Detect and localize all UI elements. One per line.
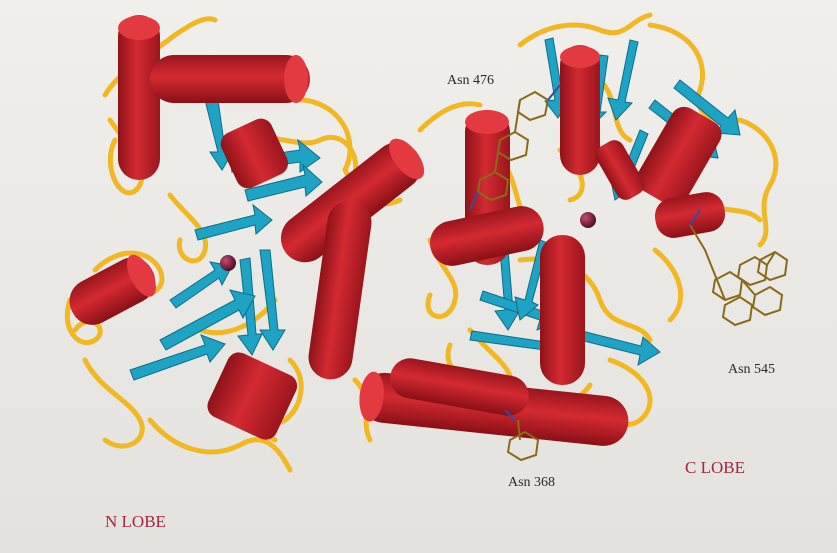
label-n-lobe: N LOBE: [105, 512, 166, 531]
metal-ion-c-lobe: [580, 212, 596, 228]
label-asn545: Asn 545: [728, 362, 775, 377]
label-asn368: Asn 368: [508, 475, 555, 490]
label-asn476: Asn 476: [447, 73, 494, 88]
helix-cylinder: [150, 55, 310, 103]
helix-cylinder: [118, 15, 160, 180]
helix-cylinder: [560, 45, 600, 175]
helix-cylinder: [540, 235, 585, 385]
metal-ion-n-lobe: [220, 255, 236, 271]
label-c-lobe: C LOBE: [685, 458, 745, 477]
